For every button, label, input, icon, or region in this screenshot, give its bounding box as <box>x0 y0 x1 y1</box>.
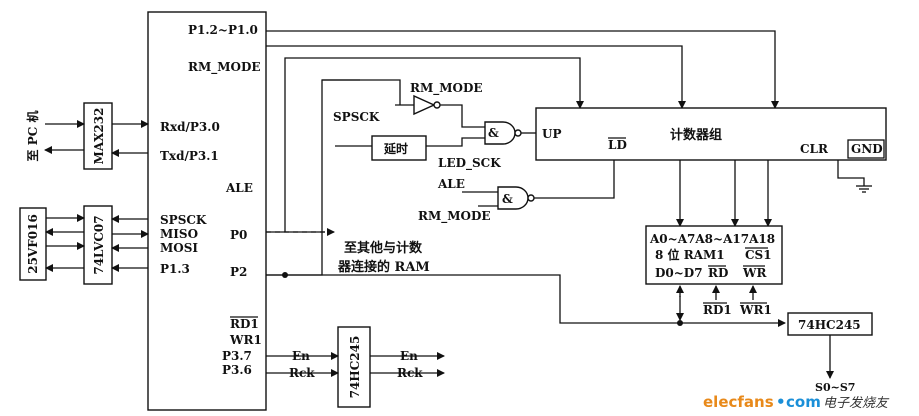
ram-rd-label: RD <box>708 266 728 280</box>
p0-up-wire <box>284 57 584 232</box>
pin-ale: ALE <box>225 181 253 195</box>
counter-clr-label: CLR <box>800 142 829 156</box>
and-top-bubble <box>514 129 522 137</box>
and-gate-bottom-label: & <box>502 192 513 206</box>
rm-mode-wire <box>266 45 686 109</box>
mcu-block <box>147 11 267 411</box>
ram-block <box>645 225 783 285</box>
en-in-label: En <box>292 349 310 363</box>
ram-cs-label: CS1 <box>745 248 772 262</box>
ram-wr-label: WR <box>742 266 767 280</box>
junction-p2 <box>282 272 288 278</box>
inverter-bubble <box>433 101 441 109</box>
pin-p1-3: P1.3 <box>160 262 190 276</box>
ld-wire <box>534 160 615 199</box>
note-line-2: 器连接的 RAM <box>337 259 430 275</box>
rck-in-label: Rck <box>289 366 315 380</box>
max232-chip <box>83 102 113 170</box>
pin-wr1: WR1 <box>229 333 262 347</box>
pin-spsck: SPSCK <box>160 213 207 227</box>
pin-txd: Txd/P3.1 <box>160 149 219 163</box>
pin-p3-7: P3.7 <box>222 349 252 363</box>
pin-p1-2-p1-0: P1.2~P1.0 <box>188 23 258 37</box>
watermark-brand: elecfans <box>703 393 774 411</box>
gnd-pin-box <box>847 139 885 159</box>
flash-chip <box>19 207 47 281</box>
led-sck-label: LED_SCK <box>438 156 501 171</box>
counter-up-label: UP <box>542 127 562 141</box>
ram-data-label: D0~D7 <box>655 266 703 280</box>
pin-p2: P2 <box>230 265 247 279</box>
pin-p3-6: P3.6 <box>222 363 252 377</box>
hc245-bottom-label: 74HC245 <box>348 336 362 399</box>
s-label: S0~S7 <box>815 381 855 394</box>
max232-label: MAX232 <box>92 108 106 165</box>
pin-mosi: MOSI <box>160 241 198 255</box>
spsck-label: SPSCK <box>333 110 380 124</box>
inverter-symbol <box>413 94 436 116</box>
pin-rxd: Rxd/P3.0 <box>160 120 220 134</box>
gate-in-wire <box>322 79 401 105</box>
watermark-dot: • <box>776 393 786 411</box>
gate-top-rm-mode: RM_MODE <box>410 81 483 96</box>
delay-label: 延时 <box>383 141 408 156</box>
watermark-logo: elecfans • com 电子发烧友 <box>703 393 890 411</box>
hc245-right-label: 74HC245 <box>798 318 861 332</box>
inv-out-wire <box>440 104 485 128</box>
counter-ld-label: LD <box>608 138 627 152</box>
ram-addr-label: A0~A7A8~A17A18 <box>649 232 775 246</box>
hc245-bottom-chip <box>337 326 371 408</box>
en-out-label: En <box>400 349 418 363</box>
pin-rm-mode: RM_MODE <box>188 60 261 75</box>
rd1-label: RD1 <box>703 303 732 317</box>
counter-gnd-label: GND <box>851 142 883 156</box>
lvc07-label: 74LVC07 <box>92 215 106 274</box>
pc-label: 至 PC 机 <box>25 111 40 162</box>
gate-bottom-ale: ALE <box>437 177 465 191</box>
watermark-cn: 电子发烧友 <box>823 396 890 411</box>
and-bottom-bubble <box>527 194 535 202</box>
wr1-label: WR1 <box>739 303 772 317</box>
pin-miso: MISO <box>160 227 198 241</box>
ram-title: 8 位 RAM1 <box>655 247 725 262</box>
counter-block <box>535 107 887 161</box>
p2-bus-wire <box>266 274 786 327</box>
flash-label: 25VF016 <box>26 214 40 274</box>
delay-block <box>371 135 427 161</box>
gate-bottom-rm-mode: RM_MODE <box>418 209 491 224</box>
watermark-com: com <box>786 393 821 411</box>
rck-out-label: Rck <box>397 366 423 380</box>
pin-p0: P0 <box>230 228 247 242</box>
junction-ram-data <box>677 320 683 326</box>
and-gate-top-label: & <box>488 126 499 140</box>
delay-out-wire <box>426 137 485 147</box>
p1-bus-wire <box>266 30 779 109</box>
clr-gnd-wire <box>837 160 865 186</box>
counter-title: 计数器组 <box>670 127 722 143</box>
pin-rd1: RD1 <box>230 317 259 331</box>
note-line-1: 至其他与计数 <box>344 240 423 256</box>
